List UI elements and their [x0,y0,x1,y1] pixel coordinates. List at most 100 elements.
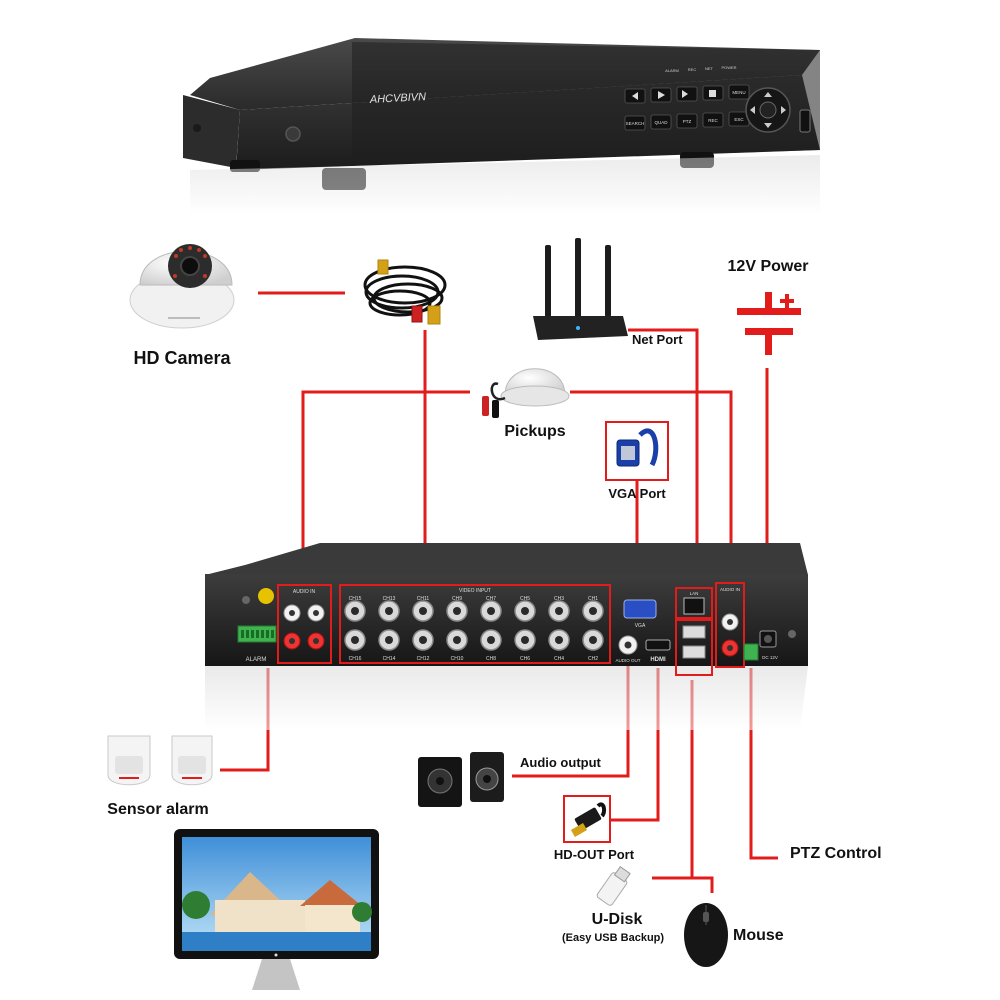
ptz-terminal[interactable] [743,643,759,661]
ir-led [179,248,183,252]
indicator-alarm: ALARM [665,68,679,73]
front-button-quad[interactable] [650,114,672,130]
hdmi-port[interactable] [645,639,671,651]
wire-pickup-to-audio-in-right [570,390,733,590]
nav-dial-ok-button[interactable] [759,101,777,119]
channel-label: CH5 [520,596,530,602]
screen-house-body [215,900,305,932]
lan-port-label: LAN [690,591,699,596]
channel-label: CH3 [554,596,564,602]
fast-forward-icon [682,90,688,98]
front-usb-port[interactable] [799,109,811,133]
dial-down-icon [764,123,772,128]
prev-icon [632,92,638,100]
usb-port[interactable] [682,625,706,639]
ir-led [203,274,207,278]
usb-port[interactable] [682,645,706,659]
bnc-cable-icon [363,259,447,325]
screen-water [182,932,371,951]
channel-label: CH1 [588,596,598,602]
dvr-side-hole-icon [193,124,201,132]
monitor-power-led [274,953,278,957]
terminal-pin [256,630,259,638]
button-label-ptz: PTZ [683,119,692,124]
bnc-port-center [351,607,359,615]
dc-port-label: DC 12V [762,655,778,660]
front-button-menu[interactable] [728,84,750,100]
pickup-plug-black [492,400,499,418]
indicator-net: NET [705,66,714,71]
audio-in-left-label: AUDIO IN [293,589,316,595]
microphone-pickup-icon [482,368,570,418]
channel-label: CH2 [588,656,598,662]
front-button-rec[interactable] [702,112,724,128]
video-input-frame [339,584,611,664]
dvr-front-reflection [190,155,820,215]
bnc-port-center [385,607,393,615]
power-label: 12V Power [727,258,809,275]
hdmi-port-label: HDMI [650,657,666,663]
channel-label: CH11 [417,596,430,602]
power-plate-bottom [745,328,793,335]
pickup-plug-red [482,396,489,416]
bnc-port-center [453,636,461,644]
button-label-rec: REC [708,118,718,123]
channel-label: CH12 [417,656,430,662]
router-antenna [605,245,611,317]
screen-tree [352,902,372,922]
front-button-ptz[interactable] [676,113,698,129]
screen-house-roof [300,880,362,906]
terminal-pin [266,630,269,638]
screen-tree [182,891,210,919]
hdmi-connector-icon [563,795,611,843]
terminal-pin [261,630,264,638]
indicator-rec: REC [688,67,697,72]
mouse-icon [684,903,728,967]
bnc-port-center [487,607,495,615]
wire-usb-to-mouse [692,876,714,893]
channel-label: CH9 [452,596,462,602]
ir-led [173,274,177,278]
pir-led-right [182,777,202,779]
power-plate-top [737,308,801,315]
lan-port[interactable] [683,597,705,615]
ptz-control-label: PTZ Control [790,845,882,862]
bnc-port-center [351,636,359,644]
dvr-front-bevel [352,42,820,165]
dial-left-icon [750,106,755,114]
pir-led-left [119,777,139,779]
vga-port[interactable] [623,599,657,619]
pir-lens-right [178,756,206,774]
dvr-back-reflection [205,666,808,730]
bnc-connector [377,259,389,275]
ir-led [197,248,201,252]
u-disk-note: (Easy USB Backup) [561,932,665,944]
sensor-alarm-label: Sensor alarm [107,801,209,818]
front-button-search[interactable] [624,115,646,131]
vga-port-label: VGA [635,623,646,629]
channel-label: CH8 [486,656,496,662]
dial-right-icon [781,106,786,114]
stop-icon [709,90,716,97]
router-antenna [575,238,581,318]
terminal-pin [246,630,249,638]
terminal-pin [271,630,274,638]
cable-coil [363,265,447,305]
bnc-port-center [487,636,495,644]
button-label-esc: ESC [734,117,744,122]
bnc-port-center [453,607,461,615]
bnc-port-center [589,607,597,615]
bnc-port-center [555,607,563,615]
hd-out-port-label: HD-OUT Port [553,847,635,862]
usb-ports-frame [675,619,713,676]
pickups-label: Pickups [504,423,566,440]
router-body [533,316,628,340]
bnc-port-center [589,636,597,644]
lan-port-frame [675,587,713,619]
router-antenna [545,245,551,317]
power-lead-bottom [765,335,772,355]
pir-sensor-icon [107,735,213,786]
hdmi-cable [596,802,607,818]
dome-camera-icon [129,244,235,329]
